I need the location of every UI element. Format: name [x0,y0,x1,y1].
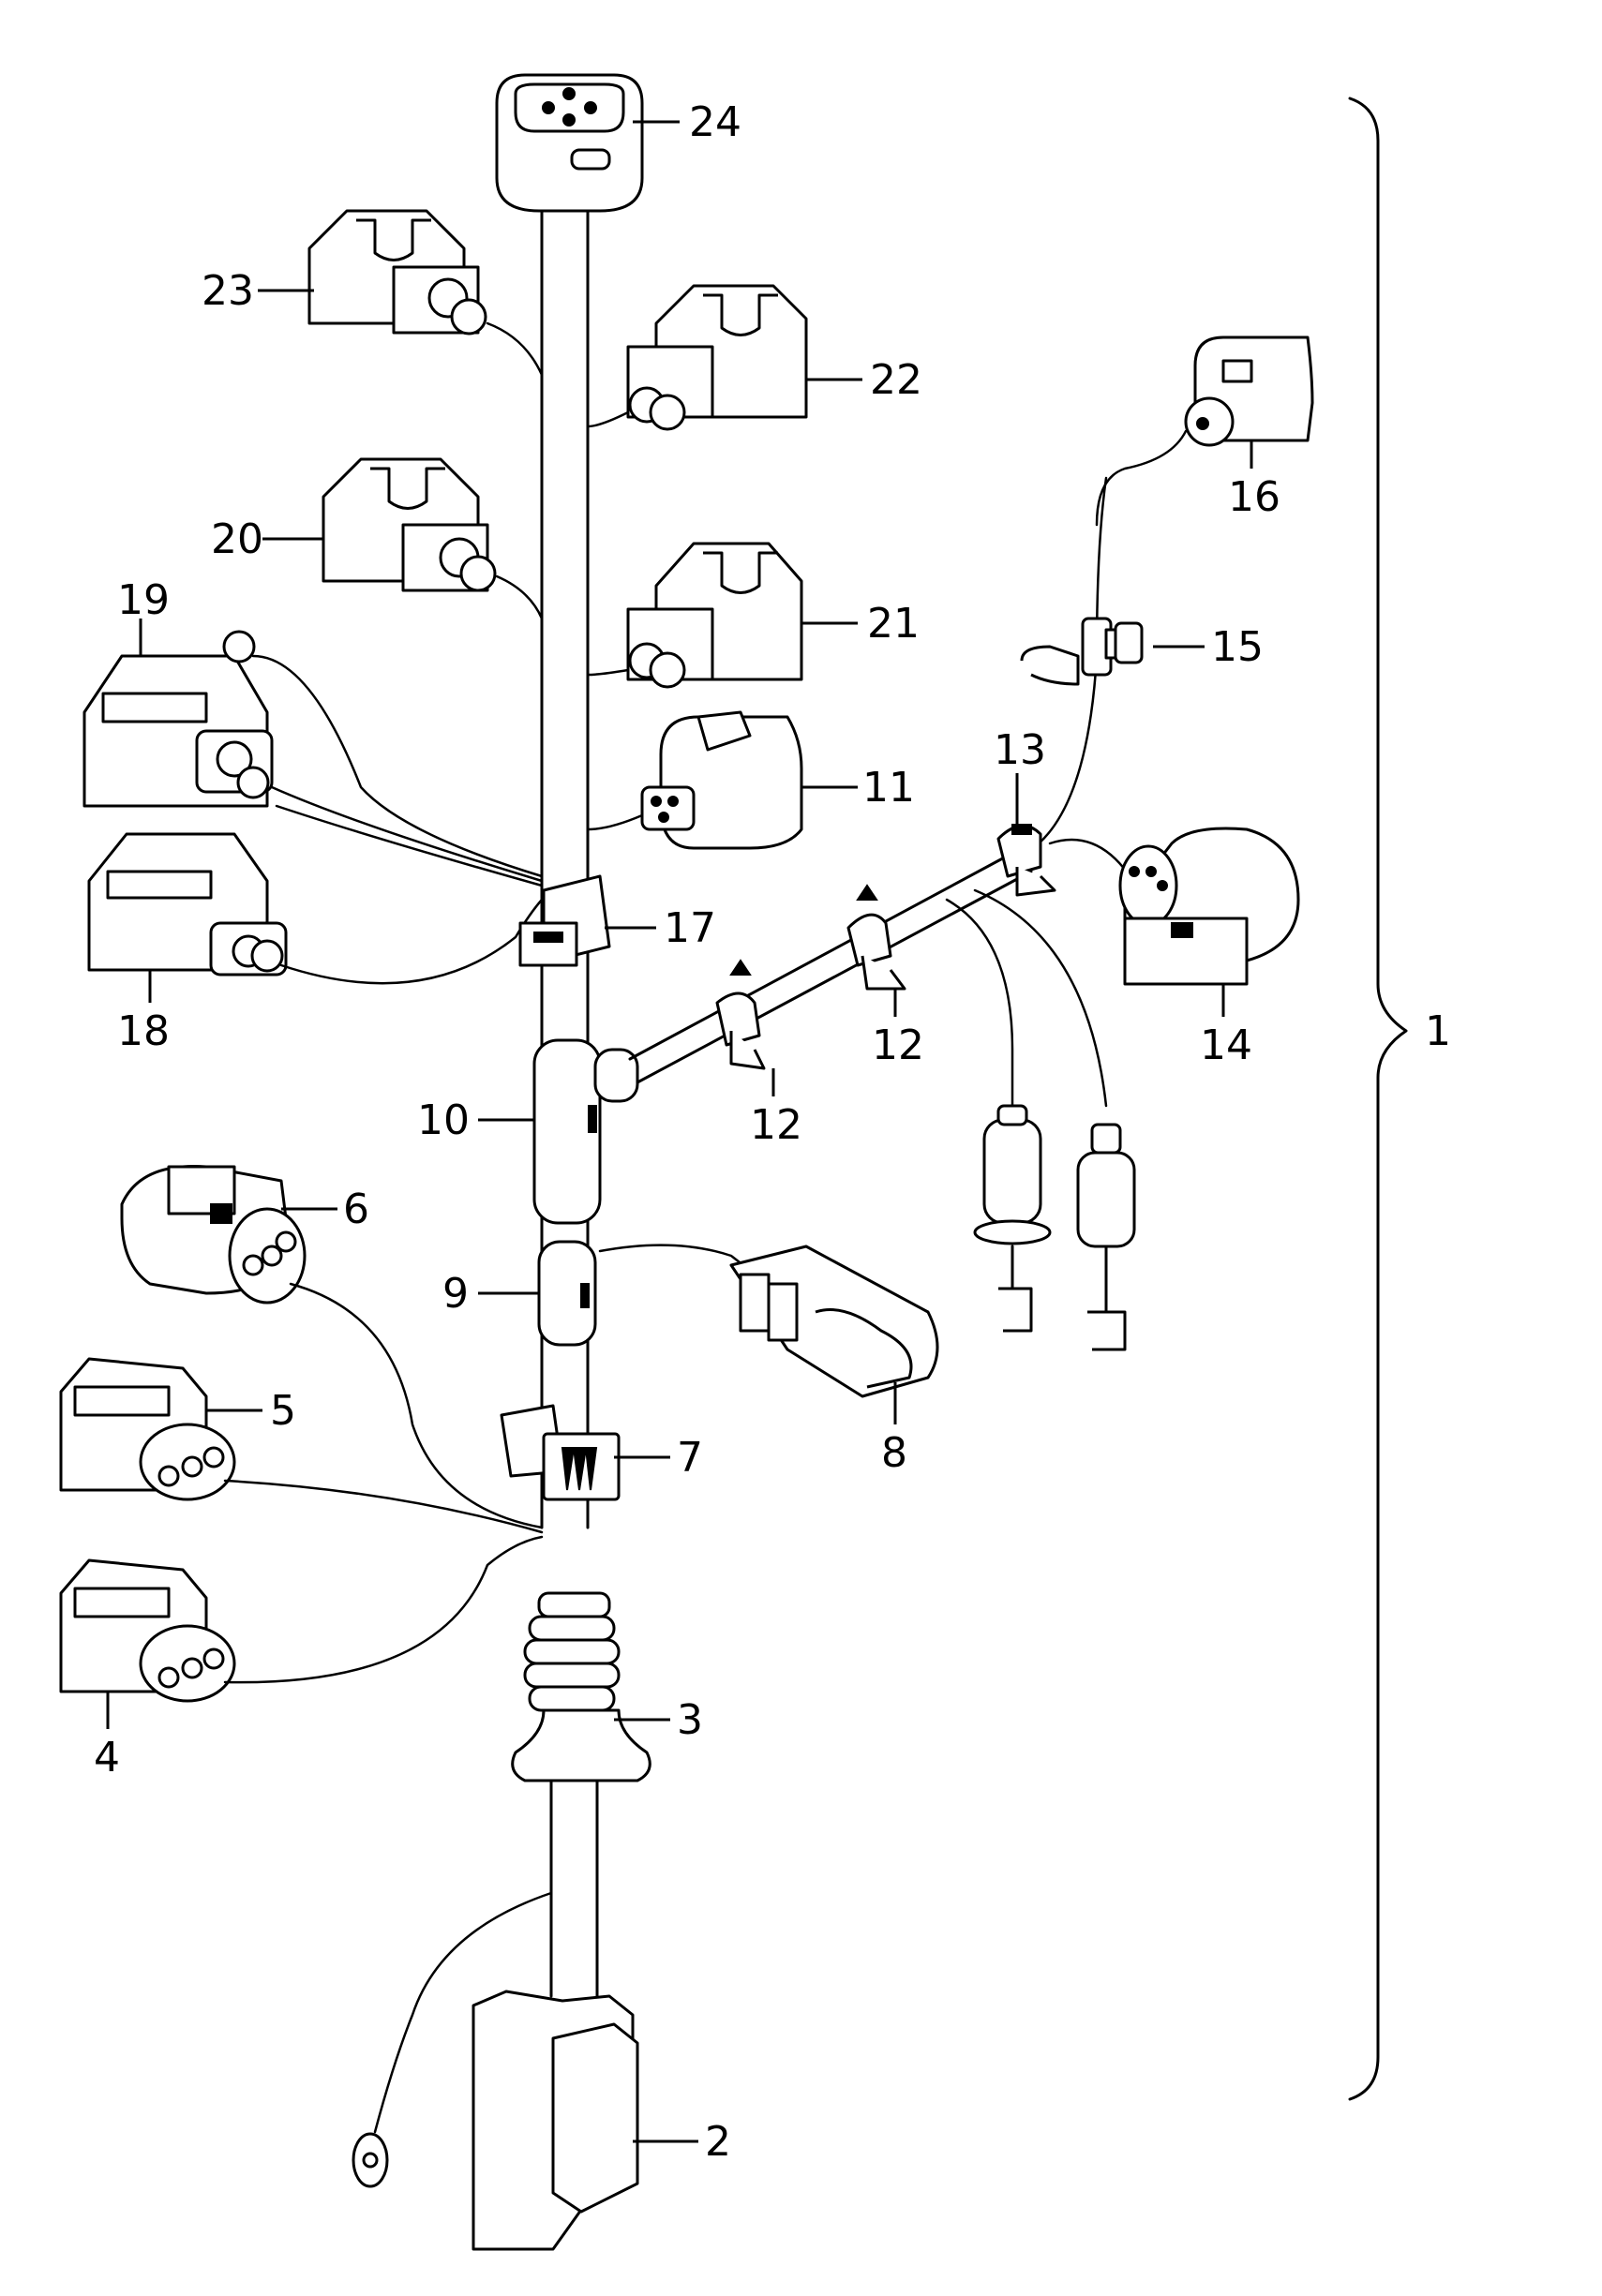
connector-8 [729,1245,939,1398]
callout-23: 23 [202,267,254,315]
sensor-left [973,1104,1052,1333]
connector-21 [586,542,803,689]
callout-3: 3 [677,1696,703,1744]
sensor-right [1076,1123,1136,1351]
callout-12a: 12 [750,1101,802,1149]
callout-2: 2 [705,2118,731,2166]
callout-8: 8 [881,1429,907,1477]
callout-10: 10 [417,1096,470,1144]
callout-14: 14 [1200,1021,1252,1069]
callout-21: 21 [867,600,920,648]
callout-19: 19 [117,576,170,624]
connector-19 [82,630,544,887]
callout-6: 6 [343,1185,369,1233]
clip-12-a [715,959,766,1070]
callout-15: 15 [1211,623,1264,671]
connector-4 [59,1535,544,1703]
connector-5 [59,1357,544,1534]
callout-20: 20 [211,515,263,563]
clip-17 [518,874,611,967]
clip-7 [500,1404,621,1501]
callout-1: 1 [1425,1007,1451,1055]
callout-16: 16 [1228,473,1280,521]
callout-13: 13 [994,726,1046,774]
sleeve-9 [537,1240,766,1347]
callout-18: 18 [117,1007,170,1055]
brace-1 [1348,97,1408,2101]
connector-16 [1095,335,1314,527]
grommet-3 [511,1591,651,1782]
callout-4: 4 [94,1734,120,1782]
callout-11: 11 [862,764,915,812]
callout-7: 7 [677,1434,703,1482]
clip-13 [996,824,1056,897]
clip-15 [1020,617,1144,686]
branch-line [628,476,1145,1108]
junction-sleeve-10 [532,1038,639,1225]
clip-12-b [846,884,906,991]
connector-23 [307,209,544,377]
callout-labels: 1 2 3 4 5 6 7 8 9 10 11 12 12 13 14 15 1… [94,98,1451,2166]
connector-20 [322,457,544,620]
leader-lines [106,120,1253,2143]
connector-14 [1118,827,1300,986]
callout-24: 24 [689,98,741,146]
callout-9: 9 [442,1270,469,1318]
callout-5: 5 [270,1387,296,1435]
connector-11 [586,710,803,850]
connector-6 [120,1165,544,1529]
callout-22: 22 [870,356,922,404]
connector-18 [87,832,544,985]
connector-22 [586,284,808,431]
connector-24 [495,73,644,213]
connector-2 [352,1891,639,2251]
callout-12b: 12 [872,1021,924,1069]
callout-17: 17 [664,904,716,952]
